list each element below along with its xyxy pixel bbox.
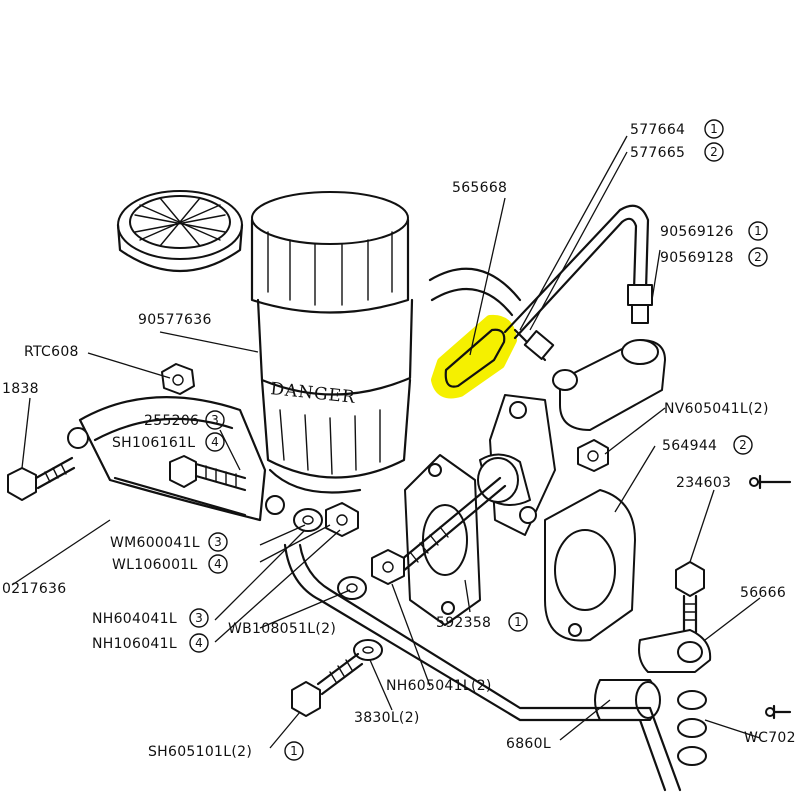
part-number: 577665 [630, 145, 685, 161]
label-1838: 1838 [2, 381, 39, 397]
variant-ref: 2 [710, 145, 718, 159]
part-number: WM600041L [110, 535, 200, 551]
label-3830l: 3830L(2) [354, 710, 420, 726]
part-number: 90569128 [660, 250, 734, 266]
variant-ref: 4 [195, 636, 203, 650]
variant-ref: 1 [754, 224, 762, 238]
label-577664: 577664 1 [630, 119, 724, 139]
part-labels: 577664 1 577665 2 565668 90569126 1 9056… [2, 119, 796, 761]
reservoir-hose [428, 267, 522, 317]
part-number: 3830L(2) [354, 710, 420, 726]
part-number: 577664 [630, 122, 685, 138]
variant-ref: 4 [211, 435, 219, 449]
washer-3830l [353, 639, 383, 661]
part-number: WB108051L(2) [228, 621, 336, 637]
label-wl106001l: WL106001L 4 [112, 554, 228, 574]
variant-ref: 4 [214, 557, 222, 571]
label-0217636: 0217636 [2, 581, 66, 597]
label-wb108051l: WB108051L(2) [228, 621, 336, 637]
label-nh604041l: NH604041L 3 [92, 608, 209, 628]
variant-ref: 1 [290, 744, 298, 758]
bolt-sh106161l [169, 455, 247, 492]
label-564944: 564944 2 [662, 435, 753, 455]
variant-ref: 1 [514, 615, 522, 629]
nut-nh604041l [325, 502, 359, 537]
part-number: 565668 [452, 180, 507, 196]
label-nh106041l: NH106041L 4 [92, 633, 209, 653]
reservoir-clamp [67, 396, 285, 522]
spacer-6860l [594, 679, 661, 721]
label-6860l: 6860L [506, 736, 551, 752]
variant-ref: 3 [214, 535, 222, 549]
variant-ref: 2 [739, 438, 747, 452]
label-90569126: 90569126 1 [660, 221, 768, 241]
label-sh605101l: SH605101L(2) 1 [148, 741, 304, 761]
part-number: SH106161L [112, 435, 195, 451]
part-number: RTC608 [24, 344, 79, 360]
label-nh605041l: NH605041L(2) [386, 678, 492, 694]
part-number: 90577636 [138, 312, 212, 328]
variant-ref: 1 [710, 122, 718, 136]
part-number: 255206 [144, 413, 199, 429]
part-number: WL106001L [112, 557, 198, 573]
bolt-1838 [7, 456, 76, 501]
fluid-reservoir: DANGER [250, 191, 414, 494]
fitting-234603 [749, 474, 792, 490]
danger-warning-text: DANGER [269, 379, 356, 408]
mounting-plate-564944 [544, 489, 636, 642]
pushrod [393, 476, 507, 574]
label-wm600041l: WM600041L 3 [110, 532, 228, 552]
part-number: 564944 [662, 438, 717, 454]
variant-ref: 3 [195, 611, 203, 625]
label-wc702: WC702 [744, 730, 796, 746]
variant-ref: 3 [211, 413, 219, 427]
gasket-592358 [404, 454, 481, 626]
part-number: 592358 [436, 615, 491, 631]
label-90577636: 90577636 [138, 312, 212, 328]
label-56666: 56666 [740, 585, 786, 601]
nut-nh605041l [371, 549, 405, 585]
part-number: NH604041L [92, 611, 177, 627]
label-255206: 255206 3 [144, 410, 225, 430]
label-577665: 577665 2 [630, 142, 724, 162]
label-nv605041l: NV605041L(2) [664, 401, 769, 417]
part-number: 56666 [740, 585, 786, 601]
washers-wc702 [677, 690, 792, 766]
highlighted-connector-565668 [431, 314, 517, 399]
label-565668: 565668 [452, 180, 507, 196]
part-number: NV605041L(2) [664, 401, 769, 417]
leader-lines [11, 135, 761, 749]
part-number: NH605041L(2) [386, 678, 492, 694]
washer-wb108051l [337, 576, 367, 600]
part-number: 234603 [676, 475, 731, 491]
part-number: WC702 [744, 730, 796, 746]
part-number: SH605101L(2) [148, 744, 252, 760]
nut-rtc608 [161, 363, 195, 395]
bolt-sh605101l [291, 652, 364, 717]
variant-ref: 2 [754, 250, 762, 264]
bolt-234603 [675, 561, 705, 634]
label-90569128: 90569128 2 [660, 247, 768, 267]
label-sh106161l: SH106161L 4 [112, 432, 225, 452]
washer-wm600041l [293, 508, 323, 532]
pedal-box-outline [283, 543, 682, 792]
part-number: 90569126 [660, 224, 734, 240]
part-number: 0217636 [2, 581, 66, 597]
part-number: NH106041L [92, 636, 177, 652]
brake-pipe [503, 204, 653, 362]
label-592358: 592358 1 [436, 612, 528, 632]
filler-cap [116, 190, 244, 273]
part-number: 1838 [2, 381, 39, 397]
nut-nv605041l [577, 439, 609, 472]
label-234603: 234603 [676, 475, 731, 491]
label-rtc608: RTC608 [24, 344, 79, 360]
clip-56666 [638, 629, 712, 673]
master-cylinder [477, 339, 666, 536]
part-number: 6860L [506, 736, 551, 752]
